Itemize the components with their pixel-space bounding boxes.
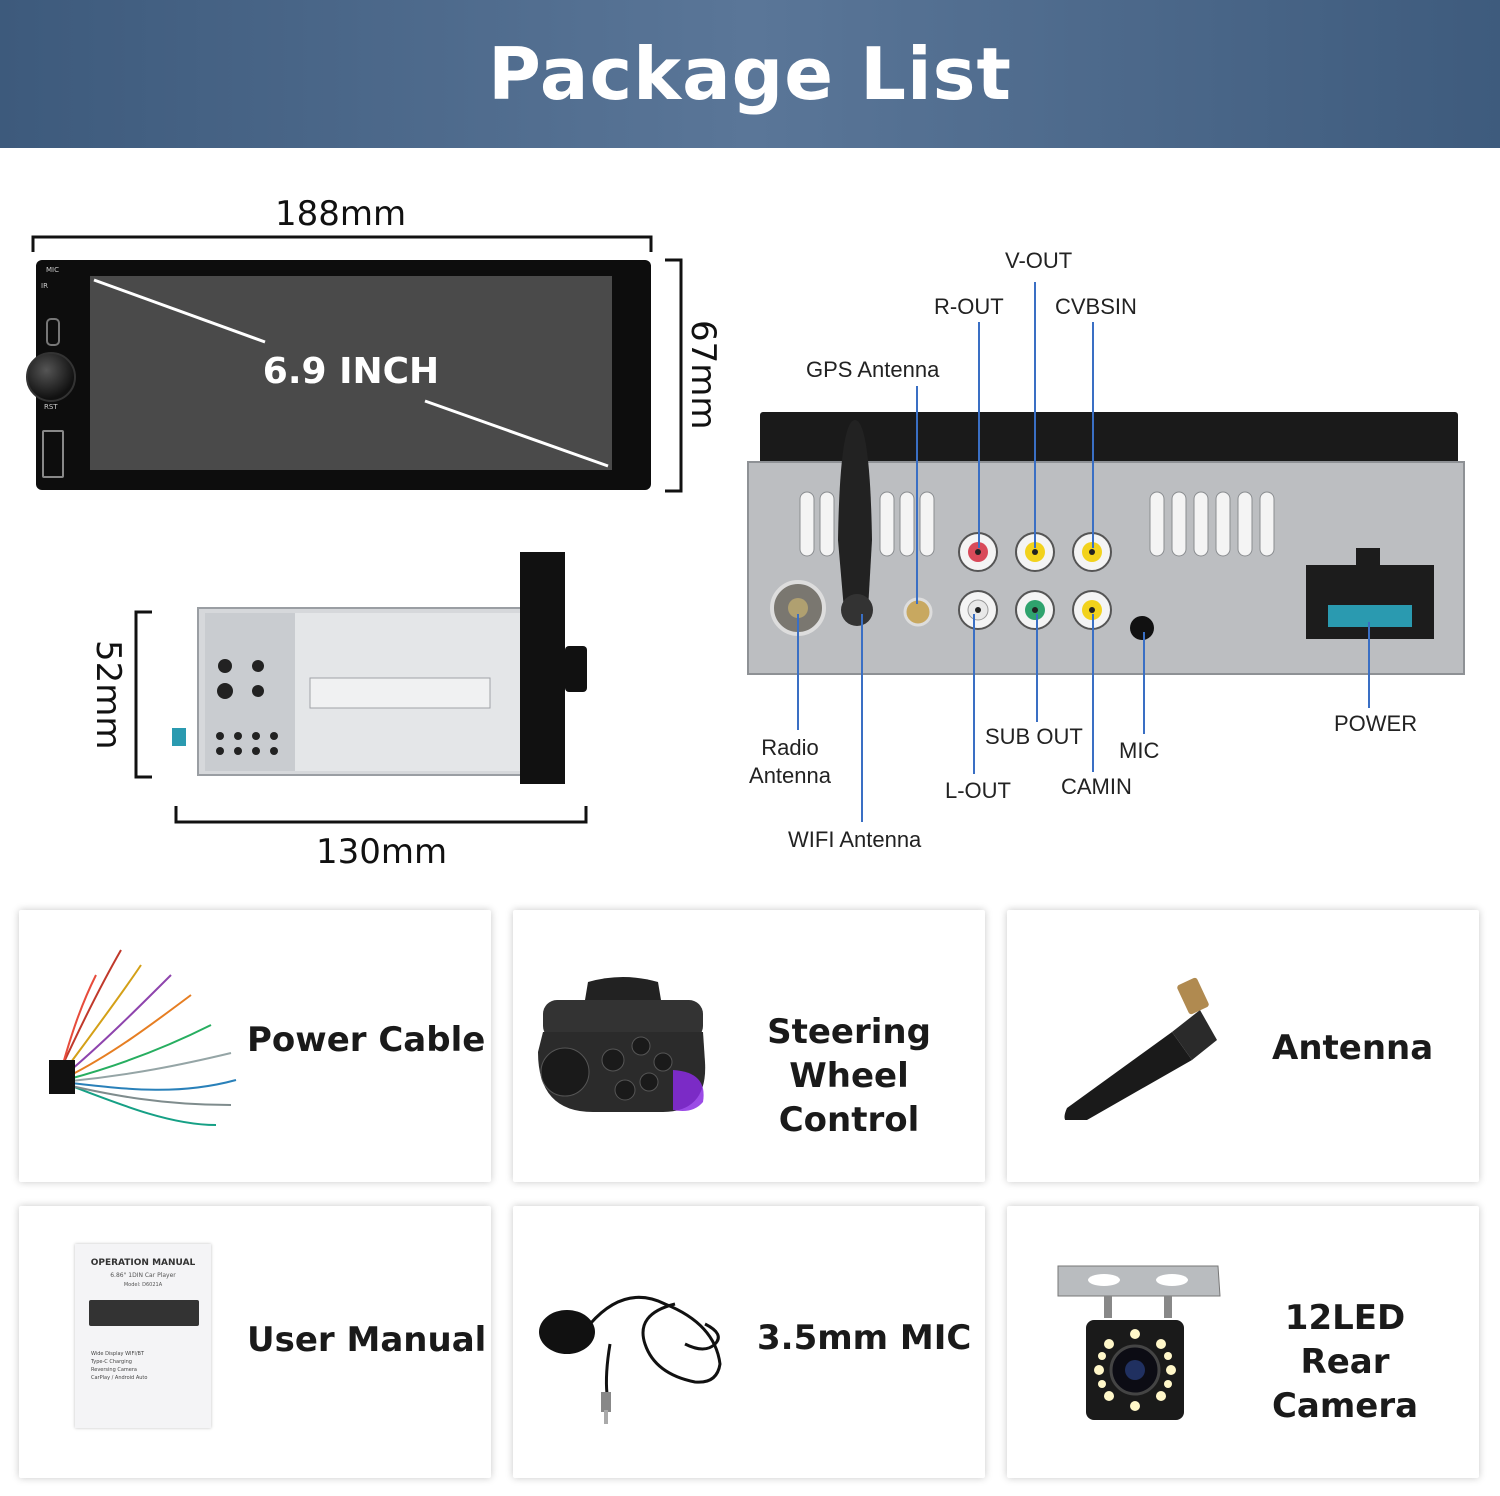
front-width-label: 188mm [275,194,407,234]
head-unit-front: 6.9 INCH MIC IR RST [26,260,651,490]
port-label-power: POWER [1334,711,1418,736]
rst-label: RST [44,403,58,411]
screen-size-label: 6.9 INCH [262,351,440,392]
manual-features: Wide Display WIFI/BT Type-C Charging Rev… [91,1351,148,1381]
item-card-steering-wheel-control: Steering Wheel Control [513,910,985,1182]
usb-c-port-icon [46,318,60,346]
item-label-power-cable: Power Cable [247,1020,486,1060]
display-screen: 6.9 INCH [90,276,612,470]
rca-jacks [958,532,1112,630]
port-label-wifi-antenna: WIFI Antenna [788,827,922,852]
steering-wheel-control-icon [538,977,706,1112]
usb-port-icon [42,430,64,478]
screen-diagonal [93,278,609,468]
port-label-mic: MIC [1119,738,1160,763]
ir-label: IR [41,282,48,290]
item-label-steering-wheel-control: Steering Wheel Control [767,1012,931,1140]
port-label-radio-antenna: Radio Antenna [749,735,831,788]
header-banner: Package List [0,0,1500,148]
port-label-sub-out: SUB OUT [985,724,1083,749]
item-label-user-manual: User Manual [247,1320,487,1360]
item-card-power-cable: Power Cable [19,910,491,1182]
power-cable-icon [49,949,237,1126]
item-card-rear-camera: 12LED Rear Camera [1007,1206,1479,1478]
volume-knob[interactable] [26,352,76,402]
dimension-lines [31,235,683,824]
rear-panel [747,412,1465,675]
manual-device-image [89,1300,199,1326]
port-label-r-out: R-OUT [934,294,1004,319]
port-label-v-out: V-OUT [1005,248,1073,273]
rear-camera-icon [1057,1265,1221,1420]
item-label-antenna: Antenna [1272,1028,1434,1068]
user-manual-icon: OPERATION MANUAL 6.86" 1DIN Car Player M… [75,1244,211,1428]
port-label-gps-antenna: GPS Antenna [806,357,940,382]
port-label-l-out: L-OUT [945,778,1011,803]
antenna-icon [1064,977,1217,1120]
head-unit-side [172,552,587,784]
page-title: Package List [488,32,1012,116]
mic-label: MIC [46,266,59,274]
port-leader-lines [797,282,1370,822]
item-label-microphone: 3.5mm MIC [757,1318,972,1358]
item-label-rear-camera: 12LED Rear Camera [1271,1298,1419,1426]
item-card-user-manual: OPERATION MANUAL 6.86" 1DIN Car Player M… [19,1206,491,1478]
item-card-microphone: 3.5mm MIC [513,1206,985,1478]
port-label-cvbsin: CVBSIN [1055,294,1137,319]
item-card-antenna: Antenna [1007,910,1479,1182]
port-label-camin: CAMIN [1061,774,1132,799]
side-depth-label: 130mm [316,832,448,872]
microphone-icon [539,1295,722,1424]
